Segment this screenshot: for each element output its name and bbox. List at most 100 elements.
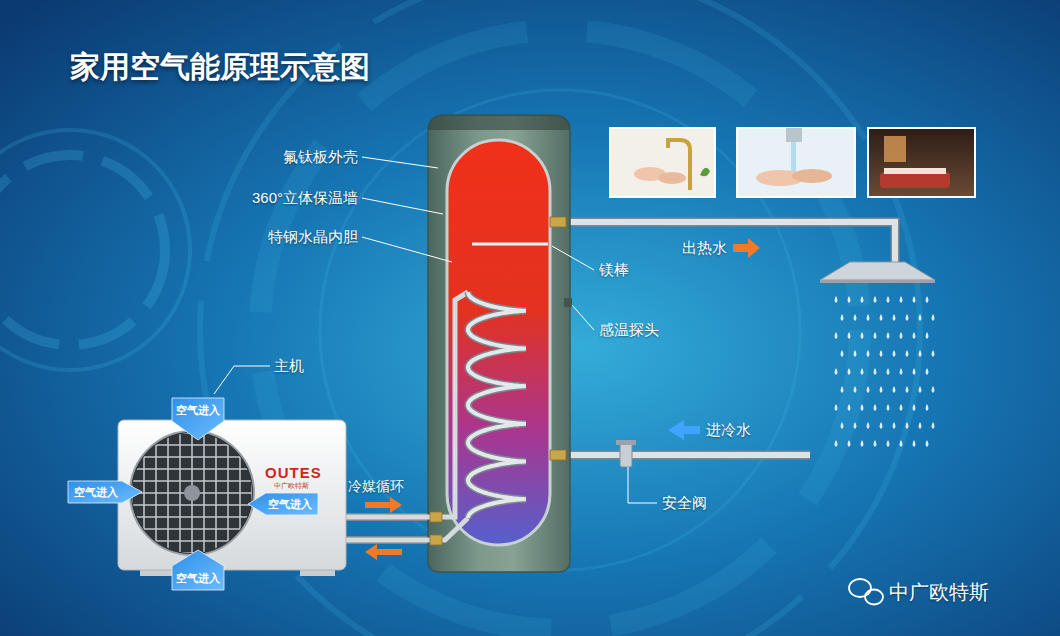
unit-body (215, 430, 217, 556)
photo (792, 169, 832, 183)
water-drops (880, 350, 883, 357)
brand-name: 中广欧特斯 (274, 482, 309, 490)
leader-line (552, 246, 594, 270)
water-drops (880, 386, 883, 393)
water-drops (932, 422, 935, 429)
water-drops (919, 314, 922, 321)
part-label: 镁棒 (599, 261, 629, 278)
water-drops (913, 368, 916, 375)
unit-body (118, 420, 346, 570)
water-drops (893, 422, 896, 429)
water-drops (893, 386, 896, 393)
water-drops (926, 296, 929, 303)
water-drops (900, 332, 903, 339)
water-drops (932, 314, 935, 321)
water-drops (835, 296, 935, 447)
photo (700, 168, 710, 177)
water-drops (913, 296, 916, 303)
flow-label: 冷媒循环 (348, 478, 404, 494)
air-arrow (68, 398, 318, 590)
water-drops (835, 368, 838, 375)
heat-exchange-coil (468, 292, 526, 518)
water-drops (913, 440, 916, 447)
water-drops (887, 404, 890, 411)
flow-label: 进冷水 (706, 421, 751, 438)
refrigerant-pipe (345, 292, 468, 540)
hot-water-pipe (820, 280, 935, 283)
unit-body (227, 430, 229, 556)
refrigerant-arrow (365, 544, 402, 560)
water-drops (841, 386, 844, 393)
water-drops (841, 350, 844, 357)
water-drops (867, 422, 870, 429)
unit-body (130, 431, 254, 555)
leader-line (362, 157, 438, 168)
water-drops (880, 314, 883, 321)
water-drops (906, 422, 909, 429)
water-drops (861, 440, 864, 447)
water-drops (854, 314, 857, 321)
cold-water-pipe (550, 440, 810, 467)
tech-rings (0, 0, 920, 636)
unit-body (118, 420, 346, 570)
photo (610, 128, 715, 197)
photo (868, 128, 975, 197)
photo (786, 128, 802, 142)
water-drops (880, 422, 883, 429)
water-drops (848, 440, 851, 447)
flow-label: 出热水 (682, 239, 727, 256)
hot-water-pipe (550, 222, 895, 262)
water-drops (926, 368, 929, 375)
water-drops (926, 440, 929, 447)
part-label: 感温探头 (599, 321, 659, 338)
unit-body (239, 430, 241, 556)
water-drops (893, 350, 896, 357)
water-drops (861, 296, 864, 303)
tech-rings (0, 155, 165, 345)
water-tank (447, 140, 550, 545)
tech-rings (260, 30, 860, 630)
water-drops (861, 332, 864, 339)
water-drops (874, 332, 877, 339)
water-drops (861, 368, 864, 375)
water-drops (854, 350, 857, 357)
water-drops (919, 350, 922, 357)
wechat-icon (865, 590, 883, 605)
diagram-title: 家用空气能原理示意图 (70, 50, 370, 85)
part-label: 主机 (274, 357, 304, 374)
unit-body (203, 430, 205, 556)
brass-fitting (550, 450, 566, 460)
water-drops (867, 350, 870, 357)
water-drops (919, 386, 922, 393)
brass-fitting (430, 217, 566, 545)
tech-rings (0, 130, 190, 370)
water-drops (835, 296, 838, 303)
water-drops (874, 440, 877, 447)
cold-water-arrow (668, 420, 700, 440)
photo (658, 172, 686, 184)
water-drops (861, 404, 864, 411)
leader-line (362, 237, 452, 262)
photo (791, 142, 796, 172)
photo (737, 128, 855, 197)
brass-fitting (430, 512, 442, 522)
unit-body (130, 528, 254, 530)
water-drops (887, 296, 890, 303)
temperature-probe (564, 298, 572, 307)
water-drops (900, 296, 903, 303)
air-arrow (172, 550, 224, 590)
photo (884, 168, 946, 174)
cold-water-pipe (550, 451, 810, 460)
heat-pump-unit: OUTES中广欧特斯 (118, 420, 346, 570)
water-drops (900, 368, 903, 375)
unit-body (130, 552, 254, 554)
water-drops (906, 314, 909, 321)
water-drops (887, 368, 890, 375)
water-drops (867, 314, 870, 321)
water-drops (841, 422, 844, 429)
brass-fitting (550, 217, 566, 227)
unit-body (251, 430, 253, 556)
leader-line (362, 198, 443, 214)
photo (880, 172, 950, 188)
